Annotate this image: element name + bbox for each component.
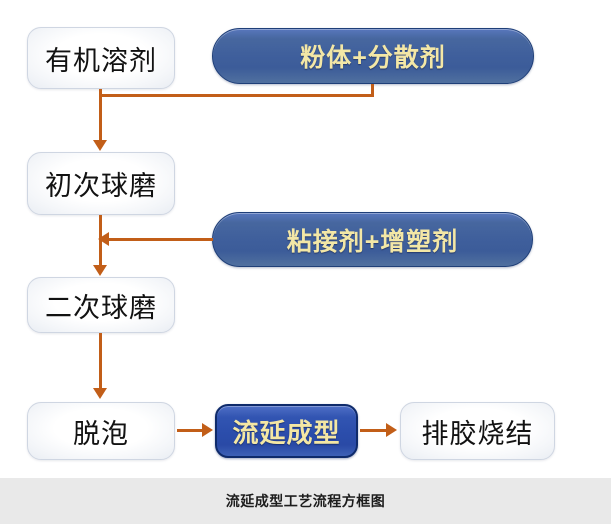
node-debinding-sintering-label: 排胶烧结 [421, 418, 534, 449]
connector-defoaming-to-tape-casting [177, 429, 204, 432]
arrow-head-to-second-ball-mill [93, 265, 107, 276]
connector-merge-bar-top [99, 94, 374, 97]
caption-bar: 流延成型工艺流程方框图 [0, 478, 611, 524]
connector-organic-solvent-stem [99, 89, 102, 97]
node-powder-dispersant-label: 粉体+分散剂 [300, 44, 446, 72]
arrow-head-to-tape-casting [202, 423, 213, 437]
node-defoaming[interactable]: 脱泡 [27, 402, 175, 460]
connector-second-ball-mill-stem [99, 333, 102, 389]
node-powder-dispersant[interactable]: 粉体+分散剂 [212, 28, 534, 84]
node-tape-casting[interactable]: 流延成型 [215, 404, 358, 458]
arrow-head-binder-to-stem [98, 232, 109, 246]
node-organic-solvent-label: 有机溶剂 [45, 45, 157, 76]
node-debinding-sintering[interactable]: 排胶烧结 [400, 402, 555, 460]
node-organic-solvent[interactable]: 有机溶剂 [27, 27, 175, 89]
figure-caption: 流延成型工艺流程方框图 [225, 493, 386, 509]
node-tape-casting-label: 流延成型 [232, 417, 341, 448]
connector-to-first-ball-mill [99, 94, 102, 142]
node-defoaming-label: 脱泡 [73, 418, 129, 449]
arrow-head-to-defoaming [93, 388, 107, 399]
connector-tape-casting-to-debinding [360, 429, 388, 432]
arrow-head-to-debinding-sintering [386, 423, 397, 437]
connector-powder-dispersant-stem [371, 84, 374, 97]
arrow-head-to-first-ball-mill [93, 140, 107, 151]
node-binder-plasticizer[interactable]: 粘接剂+增塑剂 [212, 212, 533, 267]
node-first-ball-mill[interactable]: 初次球磨 [27, 152, 175, 215]
node-second-ball-mill-label: 二次球磨 [45, 292, 157, 323]
node-binder-plasticizer-label: 粘接剂+增塑剂 [286, 227, 459, 256]
node-second-ball-mill[interactable]: 二次球磨 [27, 277, 175, 333]
node-first-ball-mill-label: 初次球磨 [45, 171, 157, 201]
connector-binder-plasticizer-line [108, 238, 213, 241]
